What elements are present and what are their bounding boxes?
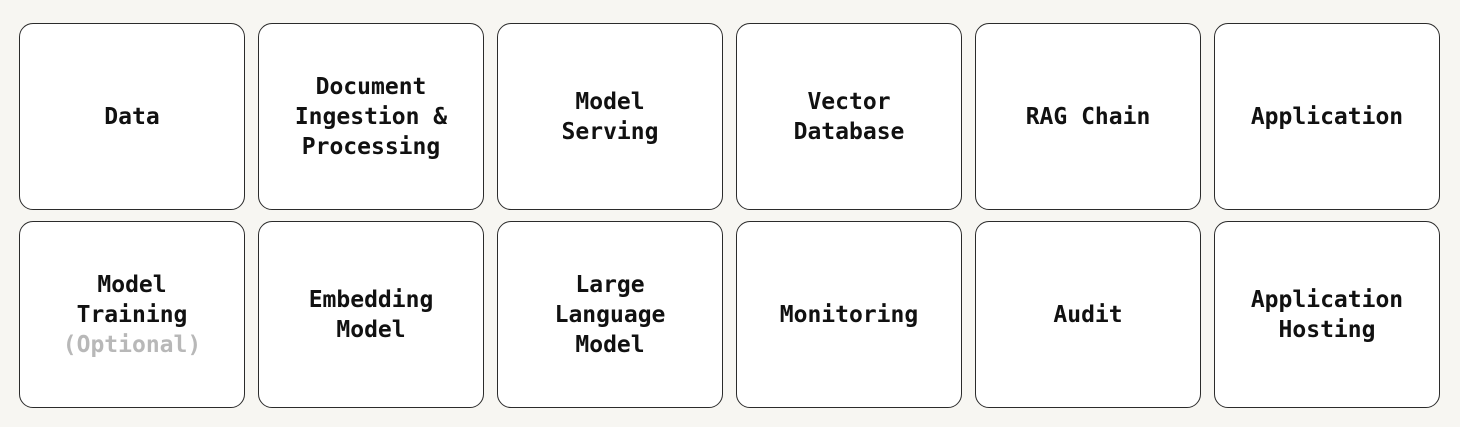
card-label-line: Model xyxy=(336,316,406,343)
card-label-line: Audit xyxy=(1053,301,1123,328)
optional-note: (Optional) xyxy=(62,331,202,358)
card-rag-chain: RAG Chain xyxy=(975,23,1201,210)
card-label-line: Application xyxy=(1250,286,1404,313)
card-application: Application xyxy=(1214,23,1440,210)
card-model-training: Model Training (Optional) xyxy=(19,221,245,408)
card-monitoring: Monitoring xyxy=(736,221,962,408)
card-application-hosting: Application Hosting xyxy=(1214,221,1440,408)
card-label-line: Serving xyxy=(561,118,659,145)
card-label-line: Embedding xyxy=(308,286,434,313)
card-label-line: Model xyxy=(97,271,167,298)
card-model-serving: Model Serving xyxy=(497,23,723,210)
card-label-line: Ingestion & xyxy=(294,103,448,130)
card-label-line: Language xyxy=(554,301,666,328)
component-grid: Data Document Ingestion & Processing Mod… xyxy=(19,23,1440,408)
card-label-line: Training xyxy=(76,301,188,328)
card-label-line: Model xyxy=(575,331,645,358)
card-document-ingestion-processing: Document Ingestion & Processing xyxy=(258,23,484,210)
card-large-language-model: Large Language Model xyxy=(497,221,723,408)
card-data: Data xyxy=(19,23,245,210)
card-embedding-model: Embedding Model xyxy=(258,221,484,408)
card-label-line: Hosting xyxy=(1278,316,1376,343)
card-label-line: RAG Chain xyxy=(1025,103,1151,130)
card-label-line: Vector xyxy=(807,88,891,115)
card-label-line: Database xyxy=(793,118,905,145)
card-label-line: Model xyxy=(575,88,645,115)
card-label-line: Monitoring xyxy=(779,301,919,328)
card-label-line: Document xyxy=(315,73,427,100)
card-label-line: Processing xyxy=(301,133,441,160)
card-label-line: Application xyxy=(1250,103,1404,130)
card-label-line: Large xyxy=(575,271,645,298)
card-label-line: Data xyxy=(104,103,160,130)
card-vector-database: Vector Database xyxy=(736,23,962,210)
card-audit: Audit xyxy=(975,221,1201,408)
